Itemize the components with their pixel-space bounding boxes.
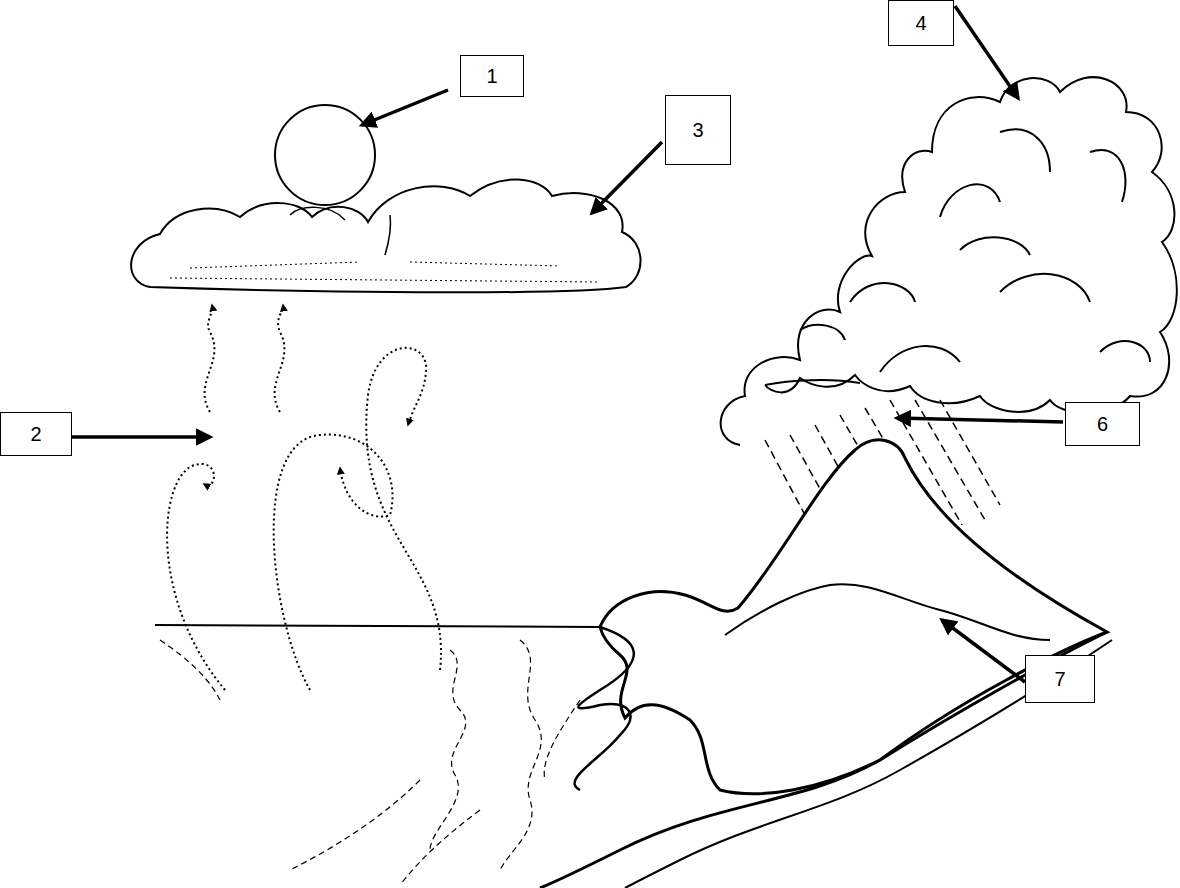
cumulus-cloud-part	[850, 283, 915, 302]
cumulus-cloud-part	[960, 237, 1030, 255]
sun-part	[275, 105, 375, 205]
cumulus-cloud-part	[1090, 150, 1125, 202]
evaporation-arrows-part	[205, 305, 215, 412]
evaporation-arrows-part	[275, 305, 285, 412]
flat-cloud-part	[190, 262, 360, 268]
sea-waves-part	[430, 650, 466, 850]
mountain-land-part	[725, 584, 1050, 640]
sea-waves	[160, 640, 580, 885]
evaporation-arrows-part	[167, 464, 225, 690]
callout-number: 6	[1097, 413, 1108, 436]
flat-cloud	[131, 179, 640, 292]
leader-arrows-part	[955, 6, 1018, 98]
river	[540, 632, 1112, 888]
callout-box: 3	[665, 95, 731, 165]
leader-arrows-part	[897, 418, 1063, 422]
mountain-land-part	[600, 440, 1107, 794]
cumulus-cloud-part	[721, 77, 1177, 445]
flat-cloud-part	[385, 215, 391, 255]
flat-cloud-part	[131, 179, 640, 292]
evaporation-arrows-part	[274, 435, 393, 690]
leader-arrows	[72, 6, 1063, 682]
rain-part	[940, 400, 1000, 505]
mountain-land-part	[575, 627, 634, 790]
cumulus-cloud-part	[940, 184, 1000, 217]
sea-waves-part	[160, 640, 220, 700]
callout-box: 6	[1065, 402, 1140, 446]
leader-arrows-part	[72, 435, 210, 439]
cumulus-cloud	[721, 77, 1177, 445]
mountain-land	[575, 440, 1107, 794]
callout-box: 1	[460, 55, 524, 97]
horizon-line-part	[155, 625, 600, 627]
flat-cloud-part	[290, 207, 345, 220]
sun	[275, 105, 375, 205]
cumulus-cloud-part	[1000, 274, 1090, 302]
callout-box: 2	[0, 412, 72, 456]
cumulus-cloud-part	[1100, 341, 1150, 362]
callout-number: 2	[30, 423, 41, 446]
callout-box: 4	[888, 0, 954, 46]
sea-waves-part	[500, 640, 541, 870]
flat-cloud-part	[410, 262, 560, 266]
horizon-line	[155, 625, 600, 627]
callout-number: 3	[692, 119, 703, 142]
leader-arrows-part	[592, 142, 662, 213]
cumulus-cloud-part	[1000, 129, 1050, 172]
sea-waves-part	[400, 810, 480, 885]
sea-waves-part	[544, 700, 580, 780]
callout-box: 7	[1025, 655, 1095, 703]
callout-number: 4	[915, 12, 926, 35]
callout-number: 1	[486, 65, 497, 88]
evaporation-arrows	[167, 305, 441, 690]
leader-arrows-part	[362, 90, 448, 125]
flat-cloud-part	[170, 278, 600, 282]
river-part	[540, 632, 1107, 888]
callout-number: 7	[1054, 668, 1065, 691]
cumulus-cloud-part	[800, 325, 845, 340]
cumulus-cloud-part	[880, 346, 960, 372]
evaporation-arrows-part	[366, 348, 441, 670]
leader-arrows-part	[942, 620, 1025, 682]
sea-waves-part	[290, 780, 420, 870]
cumulus-cloud-part	[765, 380, 860, 385]
river-part	[625, 640, 1112, 888]
